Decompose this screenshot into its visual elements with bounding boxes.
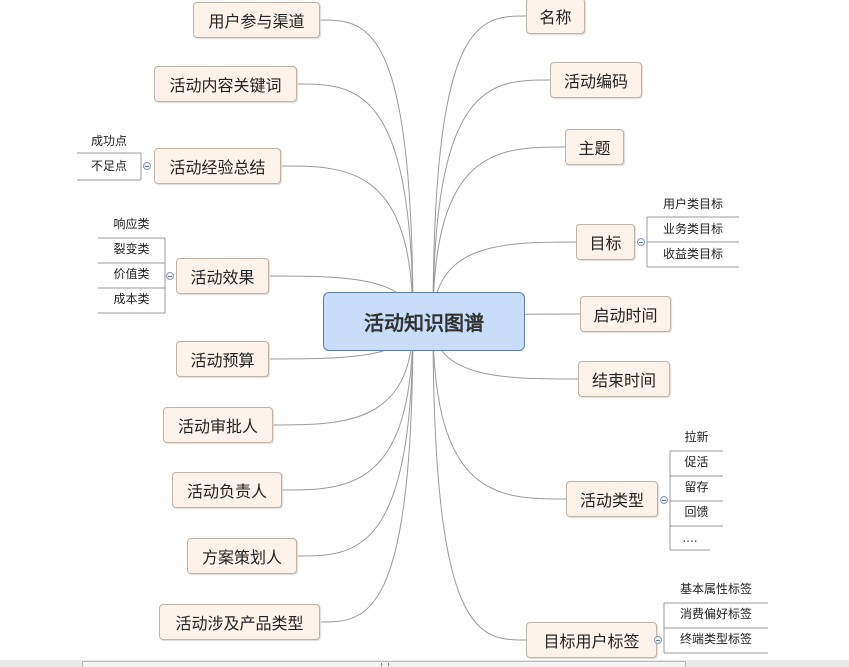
topic-code[interactable]: 活动编码 [550, 62, 642, 98]
scrollbar-thumb[interactable] [82, 661, 686, 667]
branch-link [319, 19, 414, 323]
topic-budget[interactable]: 活动预算 [176, 341, 269, 377]
subtopic[interactable]: 裂变类 [113, 242, 150, 256]
subtopic[interactable]: 不足点 [90, 159, 127, 173]
branch-link [432, 321, 527, 641]
topic-theme[interactable]: 主题 [565, 129, 624, 165]
branch-link [432, 15, 527, 323]
subtopic[interactable]: 用户类目标 [662, 197, 723, 211]
topic-content-keywords[interactable]: 活动内容关键词 [154, 66, 297, 102]
topic-experience-summary[interactable]: 活动经验总结 [154, 148, 281, 184]
branch-link [432, 321, 567, 500]
branch-link [432, 146, 566, 323]
central-topic[interactable]: 活动知识图谱 [323, 292, 525, 351]
branch-link [280, 165, 414, 323]
subtopic[interactable]: 收益类目标 [662, 247, 723, 261]
subtopic[interactable]: 留存 [684, 480, 709, 494]
branch-link [296, 83, 414, 323]
subtopic[interactable]: 促活 [684, 455, 709, 469]
subtopic[interactable]: 回馈 [684, 505, 709, 519]
subtopic[interactable]: 基本属性标签 [679, 582, 752, 596]
subtopic[interactable]: 业务类目标 [662, 222, 723, 236]
topic-end-time[interactable]: 结束时间 [578, 361, 670, 397]
collapse-toggle[interactable] [654, 636, 662, 644]
subtopic[interactable]: 响应类 [113, 217, 150, 231]
collapse-toggle[interactable] [143, 162, 151, 170]
topic-effect[interactable]: 活动效果 [176, 258, 269, 294]
branch-link [272, 321, 414, 426]
branch-link [319, 321, 414, 623]
topic-target-user-tags[interactable]: 目标用户标签 [526, 622, 657, 658]
subtopic[interactable]: 拉新 [684, 430, 709, 444]
branch-link [281, 321, 414, 491]
subtopic[interactable]: 消费偏好标签 [679, 607, 752, 621]
topic-approver[interactable]: 活动审批人 [163, 407, 273, 443]
branch-link [432, 79, 551, 323]
collapse-toggle[interactable] [166, 272, 174, 280]
topic-product-type[interactable]: 活动涉及产品类型 [159, 604, 320, 640]
subtopic[interactable]: .... [682, 531, 698, 545]
subtopic[interactable]: 成本类 [113, 292, 150, 306]
subtopic[interactable]: 终端类型标签 [679, 632, 752, 646]
topic-activity-type[interactable]: 活动类型 [566, 481, 658, 517]
subtopic[interactable]: 成功点 [90, 134, 127, 148]
collapse-toggle[interactable] [637, 238, 645, 246]
subtopic[interactable]: 价值类 [113, 267, 150, 281]
topic-user-channel[interactable]: 用户参与渠道 [193, 2, 320, 38]
topic-planner[interactable]: 方案策划人 [187, 538, 297, 574]
topic-owner[interactable]: 活动负责人 [172, 472, 282, 508]
branch-link [296, 321, 414, 557]
topic-name[interactable]: 名称 [526, 0, 585, 34]
grip-icon [381, 663, 389, 666]
collapse-toggle[interactable] [660, 496, 668, 504]
topic-goal[interactable]: 目标 [576, 224, 635, 260]
topic-start-time[interactable]: 启动时间 [580, 296, 671, 332]
